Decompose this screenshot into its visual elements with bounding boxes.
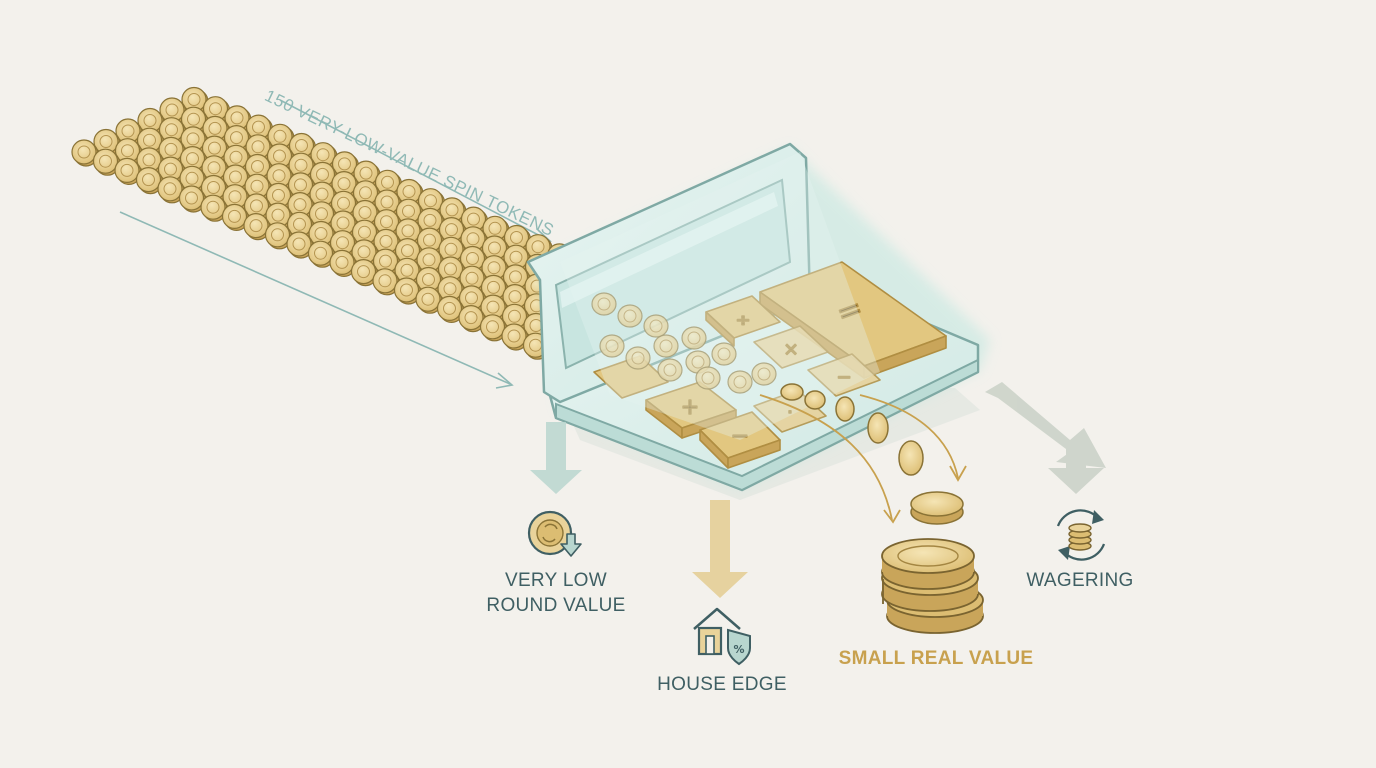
key-divide-label: ÷: [735, 310, 750, 331]
key-minus-right-label: −: [836, 367, 851, 388]
falling-coin: [804, 390, 826, 410]
inner-token: [695, 366, 721, 390]
key-plus-label: +: [681, 395, 699, 420]
spin-token: [458, 305, 486, 333]
motion-arrowhead-bottom: [495, 372, 514, 389]
key-minus-right: −: [807, 353, 881, 397]
spin-token: [372, 268, 400, 296]
very-low-round-value-line-1: VERY LOW: [504, 570, 607, 591]
spin-token: [310, 142, 338, 170]
house-shield-percent-icon: %: [693, 607, 751, 666]
inner-token: [657, 358, 683, 382]
key-plus: +: [645, 381, 737, 439]
key-equals: =: [759, 261, 947, 379]
curve-arrow-left: [759, 394, 893, 521]
spin-token: [92, 148, 121, 176]
calculator-base-edge: [555, 358, 979, 492]
very-low-round-value-line-2: ROUND VALUE: [486, 595, 626, 616]
spin-token: [329, 230, 358, 258]
inner-token: [617, 304, 643, 328]
arrow-house-edge: [692, 500, 748, 598]
spin-token: [286, 231, 314, 259]
arrow-round-value: [530, 422, 582, 494]
calculator-keys: = ÷ × − +: [593, 261, 947, 469]
spin-token: [288, 152, 316, 180]
spin-token: [137, 107, 165, 136]
spin-token: [353, 160, 381, 188]
spin-token: [393, 277, 422, 305]
falling-coin: [898, 440, 924, 476]
key-minus: −: [699, 411, 781, 469]
landing-coin: [910, 491, 964, 525]
glass-sheet: [560, 152, 880, 440]
key-multiply: ×: [753, 325, 829, 369]
curve-arrowhead-left: [883, 509, 901, 524]
calculator: = ÷ × − +: [526, 142, 990, 500]
spin-token: [436, 295, 465, 323]
curve-arrowhead-right: [949, 465, 967, 482]
inner-token: [653, 334, 679, 358]
calculator-inner-coins: [591, 292, 777, 394]
output-arrows: [530, 382, 1106, 598]
small-real-value-label: SMALL REAL VALUE: [838, 648, 1034, 669]
house-edge-label: HOUSE EDGE: [657, 674, 787, 695]
inner-token: [643, 314, 669, 338]
key-blank: [593, 355, 669, 399]
spin-token: [329, 249, 357, 277]
spin-token: [480, 274, 509, 302]
inner-token: [711, 342, 737, 366]
spin-token: [264, 222, 293, 250]
spin-token: [501, 323, 529, 351]
key-multiply-label: ×: [783, 339, 798, 360]
spin-token: [415, 286, 443, 314]
spin-token: [374, 189, 402, 217]
spin-token: [352, 199, 380, 228]
coin-stack-icon: [881, 538, 984, 634]
arrow-wagering: [985, 382, 1106, 494]
inner-token: [599, 334, 625, 358]
spin-token: [479, 314, 508, 342]
coin-down-arrow-icon: [527, 510, 582, 557]
motion-line-bottom: [119, 211, 511, 385]
spin-token: [157, 176, 185, 204]
coin-stack-cycle-icon: [1056, 509, 1106, 561]
falling-coins: [759, 383, 967, 525]
spin-token: [178, 185, 207, 213]
svg-text:%: %: [733, 643, 744, 656]
inner-token: [625, 346, 651, 370]
falling-coin: [780, 383, 804, 401]
spin-token: [135, 167, 164, 195]
inner-token: [751, 362, 777, 386]
falling-coin: [835, 396, 855, 422]
inner-token: [681, 326, 707, 350]
curve-arrow-right: [859, 394, 959, 479]
key-divide: ÷: [705, 295, 781, 347]
inner-token: [591, 292, 617, 316]
spin-token: [307, 240, 336, 268]
wagering-label: WAGERING: [1026, 570, 1134, 591]
spin-token: [71, 139, 99, 167]
motion-line-top: [279, 99, 549, 241]
key-minus-label: −: [731, 424, 749, 449]
inner-token: [727, 370, 753, 394]
motion-lines: [119, 99, 552, 389]
very-low-round-value-label: VERY LOW ROUND VALUE: [478, 568, 634, 618]
calculator-screen-highlight: [560, 192, 778, 308]
falling-coin: [867, 412, 889, 444]
key-dot-label: ·: [787, 402, 793, 423]
